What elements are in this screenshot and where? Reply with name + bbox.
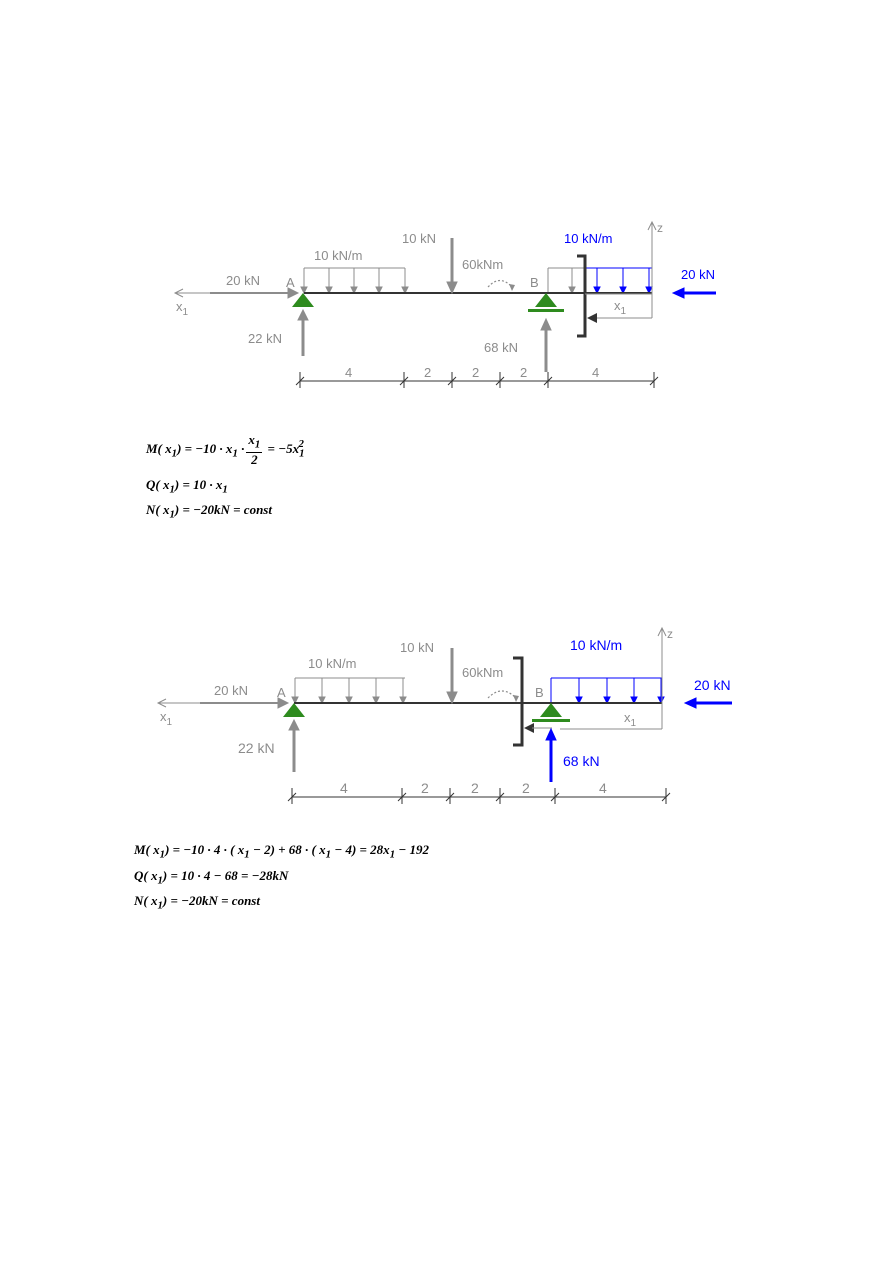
section-normal-arrow: [524, 723, 534, 733]
reaction-b-arrow: [540, 317, 552, 372]
beam-diagram-1: 10 kN/m 10 kN/m 10 kN 60kNm 20 kN x1 A: [173, 220, 716, 388]
equation-q2: Q( x1) = 10 · 4 − 68 = −28kN: [134, 868, 289, 887]
support-b: [528, 293, 564, 312]
moment-arrow: [487, 690, 517, 699]
reaction-a-arrow: [297, 308, 309, 356]
x1-axis-left-label: x1: [160, 709, 173, 728]
distributed-load-left-label: 10 kN/m: [308, 656, 356, 671]
dim-label: 2: [421, 780, 429, 796]
distributed-load-right-label: 10 kN/m: [570, 637, 622, 653]
x1-axis-left: [156, 698, 205, 708]
dim-label: 4: [599, 780, 607, 796]
reaction-b-label: 68 kN: [484, 340, 518, 355]
reaction-a-label: 22 kN: [248, 331, 282, 346]
z-axis: [560, 626, 667, 730]
moment-label: 60kNm: [462, 257, 503, 272]
x1-axis-right-label: x1: [614, 298, 627, 317]
x1-axis-right-label: x1: [624, 710, 637, 729]
point-load-arrow: [446, 648, 458, 705]
dimension-line: [287, 788, 671, 804]
z-axis-label: z: [667, 627, 673, 641]
support-a-label: A: [286, 275, 295, 290]
reaction-a-label: 22 kN: [238, 740, 275, 756]
dim-label: 4: [592, 365, 599, 380]
distributed-load-right-label: 10 kN/m: [564, 231, 612, 246]
distributed-load-left: [300, 267, 409, 295]
distributed-load-left-label: 10 kN/m: [314, 248, 362, 263]
horizontal-force-left: [210, 287, 300, 299]
support-b-label: B: [535, 685, 544, 700]
horizontal-force-right-label: 20 kN: [694, 677, 731, 693]
point-load-label: 10 kN: [400, 640, 434, 655]
moment-arrow: [487, 279, 513, 288]
section-cut: [577, 254, 587, 338]
reaction-b-arrow: [545, 727, 557, 782]
z-axis: [593, 220, 657, 319]
moment-label: 60kNm: [462, 665, 503, 680]
dimension-line: [295, 372, 659, 388]
reaction-b-label: 68 kN: [563, 753, 600, 769]
dim-label: 2: [522, 780, 530, 796]
support-a-label: A: [277, 685, 286, 700]
dim-label: 2: [471, 780, 479, 796]
horizontal-force-right: [683, 697, 732, 709]
dim-label: 4: [345, 365, 352, 380]
support-b-label: B: [530, 275, 539, 290]
horizontal-force-left: [200, 697, 290, 709]
equation-n2: N( x1) = −20kN = const: [134, 893, 260, 912]
dim-label: 2: [424, 365, 431, 380]
dim-label: 4: [340, 780, 348, 796]
reaction-a-arrow: [288, 718, 300, 772]
support-a: [283, 703, 305, 717]
equation-m2: M( x1) = −10 · 4 · ( x1 − 2) + 68 · ( x1…: [134, 842, 429, 861]
x1-axis-left: [173, 288, 215, 298]
distributed-load-left: [291, 677, 407, 705]
point-load-label: 10 kN: [402, 231, 436, 246]
section-normal-arrow: [587, 313, 597, 323]
equation-q1: Q( x1) = 10 · x1: [146, 477, 228, 496]
horizontal-force-left-label: 20 kN: [214, 683, 248, 698]
point-load-arrow: [446, 238, 458, 295]
horizontal-force-right-label: 20 kN: [681, 267, 715, 282]
equation-n1: N( x1) = −20kN = const: [146, 502, 272, 521]
beam-diagram-2: 10 kN/m 10 kN/m 10 kN 60kNm 20 kN x1 A: [156, 626, 732, 804]
support-a: [292, 293, 314, 307]
horizontal-force-right: [671, 287, 716, 299]
support-b: [532, 703, 570, 722]
distributed-load-b-grey: [547, 267, 585, 295]
z-axis-label: z: [657, 221, 663, 235]
x1-axis-left-label: x1: [176, 299, 189, 318]
distributed-load-right: [585, 267, 653, 295]
dim-label: 2: [472, 365, 479, 380]
distributed-load-right: [550, 677, 665, 705]
dim-label: 2: [520, 365, 527, 380]
section-cut: [513, 656, 524, 747]
horizontal-force-left-label: 20 kN: [226, 273, 260, 288]
